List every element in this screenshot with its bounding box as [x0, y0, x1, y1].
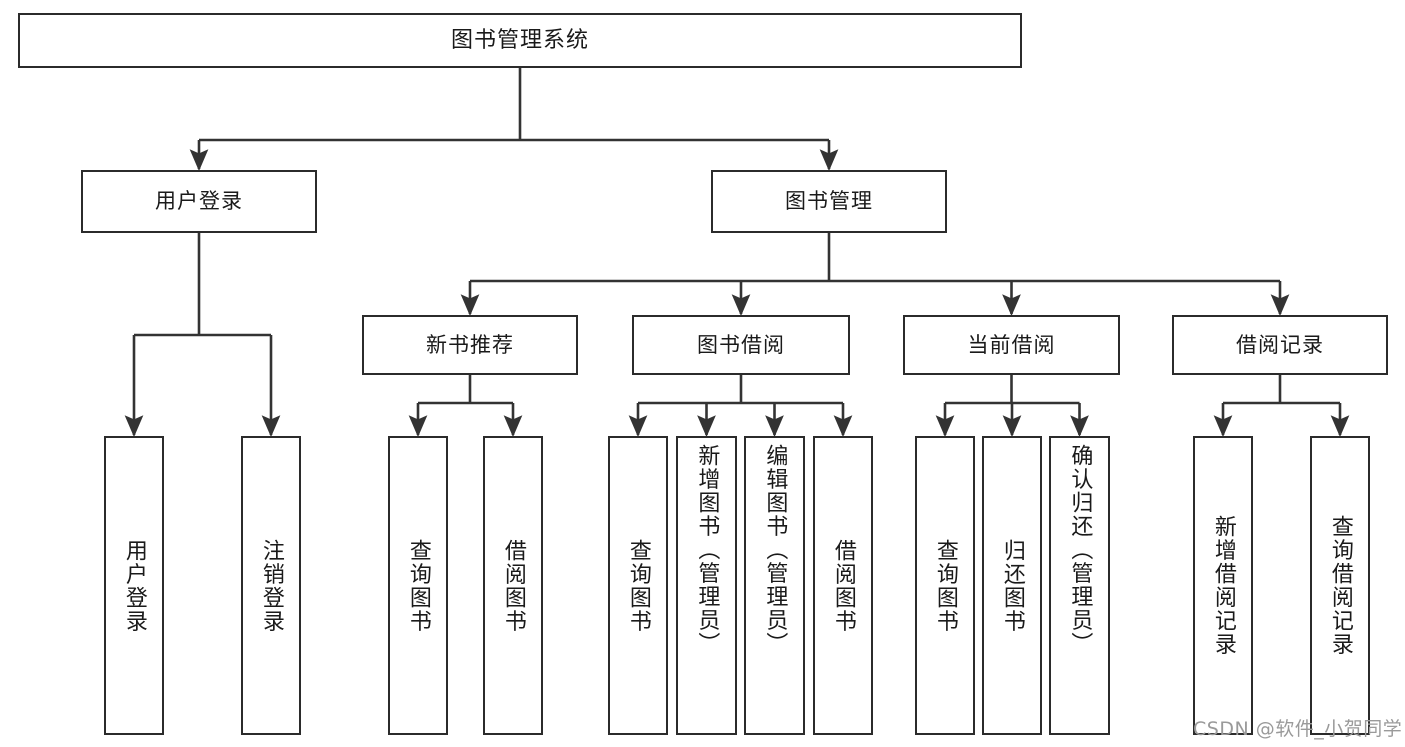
leaf-query-book-borrow[interactable]: 查询图书: [608, 436, 668, 735]
node-label: 归还图书: [999, 538, 1025, 633]
leaf-query-book-recommend[interactable]: 查询图书: [388, 436, 448, 735]
node-label: 当前借阅: [967, 332, 1056, 357]
node-current-borrow[interactable]: 当前借阅: [903, 315, 1120, 375]
node-label: 用户登录: [121, 538, 147, 633]
node-book-management[interactable]: 图书管理: [711, 170, 947, 233]
leaf-borrow-book-recommend[interactable]: 借阅图书: [483, 436, 543, 735]
node-label: 新增图书（管理员）: [694, 444, 720, 656]
leaf-user-login[interactable]: 用户登录: [104, 436, 164, 735]
node-label: 编辑图书（管理员）: [762, 444, 788, 656]
leaf-add-book-admin[interactable]: 新增图书（管理员）: [676, 436, 737, 735]
leaf-query-borrow-record[interactable]: 查询借阅记录: [1310, 436, 1370, 735]
node-label: 新书推荐: [426, 332, 514, 357]
node-label: 查询图书: [932, 538, 958, 633]
node-label: 查询图书: [625, 538, 651, 633]
watermark-text: CSDN @软件_小贺同学: [1193, 718, 1403, 740]
node-label: 借阅记录: [1236, 332, 1324, 357]
node-label: 图书管理系统: [450, 27, 589, 53]
node-label: 确认归还（管理员）: [1067, 444, 1093, 656]
node-label: 借阅图书: [830, 538, 856, 633]
leaf-borrow-book[interactable]: 借阅图书: [813, 436, 873, 735]
node-borrow-record[interactable]: 借阅记录: [1172, 315, 1388, 375]
node-new-book-recommendation[interactable]: 新书推荐: [362, 315, 578, 375]
leaf-return-book[interactable]: 归还图书: [982, 436, 1042, 735]
node-label: 查询图书: [405, 538, 431, 633]
leaf-add-borrow-record[interactable]: 新增借阅记录: [1193, 436, 1253, 735]
node-label: 用户登录: [155, 189, 243, 214]
node-label: 新增借阅记录: [1210, 515, 1236, 656]
node-label: 借阅图书: [500, 538, 526, 633]
leaf-edit-book-admin[interactable]: 编辑图书（管理员）: [744, 436, 805, 735]
node-book-borrow[interactable]: 图书借阅: [632, 315, 850, 375]
leaf-confirm-return-admin[interactable]: 确认归还（管理员）: [1049, 436, 1110, 735]
node-user-login[interactable]: 用户登录: [81, 170, 317, 233]
leaf-logout[interactable]: 注销登录: [241, 436, 301, 735]
node-label: 图书借阅: [697, 332, 785, 357]
leaf-query-book-current[interactable]: 查询图书: [915, 436, 975, 735]
node-root-system[interactable]: 图书管理系统: [18, 13, 1022, 68]
node-label: 图书管理: [785, 189, 873, 214]
node-label: 注销登录: [258, 538, 284, 633]
node-label: 查询借阅记录: [1327, 515, 1353, 656]
